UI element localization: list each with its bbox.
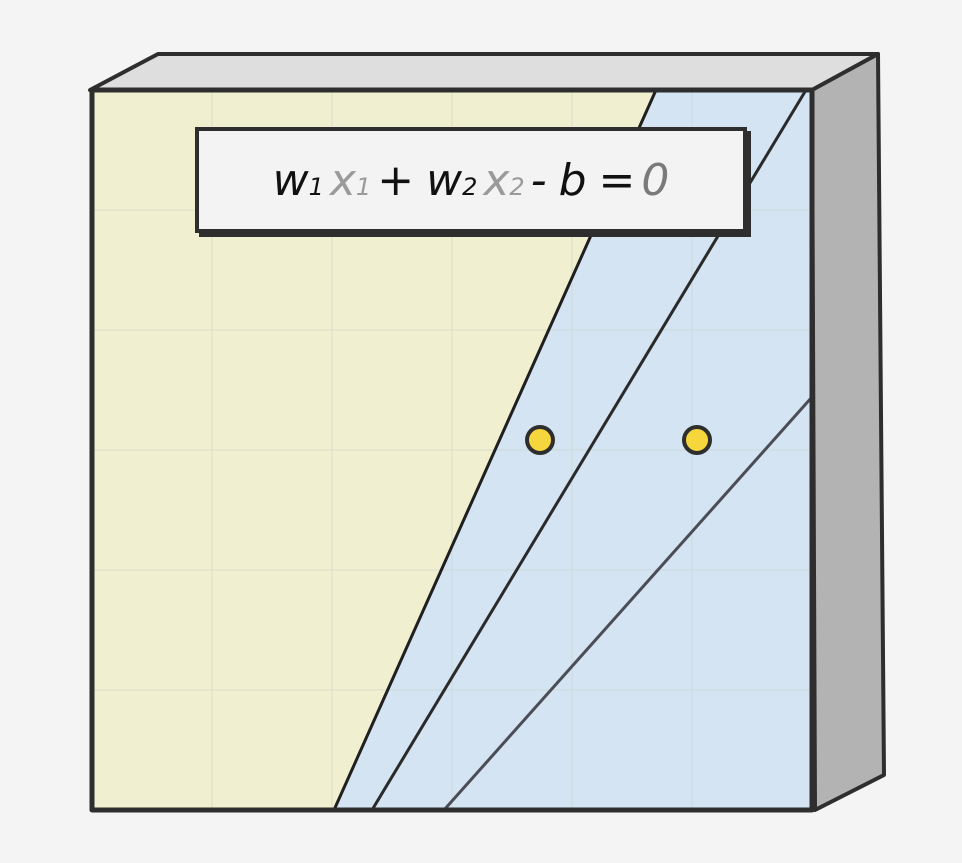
- box-side-face: [810, 52, 886, 812]
- weight-2-subscript: 2: [462, 172, 478, 201]
- weight-1: w: [272, 154, 309, 206]
- data-point: [682, 425, 712, 455]
- right-hand-side: 0: [641, 154, 670, 206]
- weight-2: w: [426, 154, 463, 206]
- bias: b: [558, 154, 587, 206]
- equals-sign: =: [598, 154, 636, 206]
- weight-1-subscript: 1: [308, 172, 324, 201]
- data-point: [525, 425, 555, 455]
- input-1-subscript: 1: [355, 172, 372, 201]
- candidate-line-3: [442, 396, 814, 811]
- box-front-outline: [89, 87, 815, 813]
- input-1: x: [329, 154, 356, 206]
- minus-sign: -: [530, 154, 547, 206]
- input-2-subscript: 2: [509, 172, 525, 201]
- input-2: x: [483, 154, 510, 206]
- box-top-face: [88, 52, 880, 92]
- plus-sign: +: [377, 154, 415, 206]
